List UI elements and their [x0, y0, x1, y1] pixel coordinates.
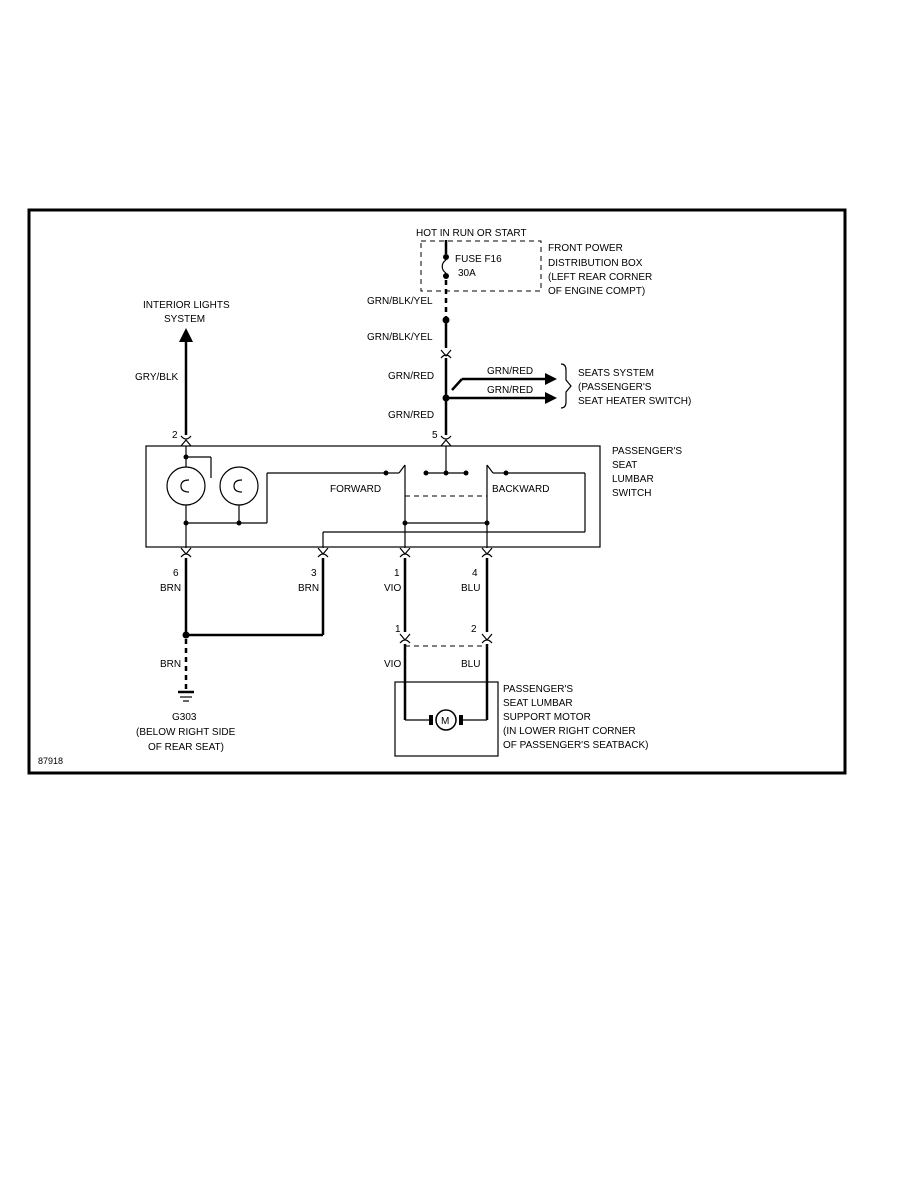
motor-label-1: PASSENGER'S [503, 684, 573, 695]
wire-label-vio-2: VIO [384, 659, 401, 670]
wire-label-vio-1: VIO [384, 583, 401, 594]
wire-label-grn-blk-yel-2: GRN/BLK/YEL [367, 332, 433, 343]
seats-system-label-1: SEATS SYSTEM [578, 368, 654, 379]
motor-label-3: SUPPORT MOTOR [503, 712, 591, 723]
figure-id: 87918 [38, 756, 63, 766]
wire-label-gry-blk: GRY/BLK [135, 372, 178, 383]
motor-label-4: (IN LOWER RIGHT CORNER [503, 726, 636, 737]
wire-label-grn-red-2: GRN/RED [487, 366, 533, 377]
pin-1-label: 1 [394, 568, 400, 579]
wire-label-grn-blk-yel-1: GRN/BLK/YEL [367, 296, 433, 307]
interior-lights-label-1: INTERIOR LIGHTS [143, 300, 230, 311]
pin-5-label: 5 [432, 430, 438, 441]
ground-label-1: G303 [172, 712, 197, 723]
fuse-name: FUSE F16 [455, 254, 502, 265]
illumination-bulb-right-icon [219, 466, 259, 506]
seats-system-label-2: (PASSENGER'S [578, 382, 652, 393]
switch-label-3: LUMBAR [612, 474, 654, 485]
ground-label-3: OF REAR SEAT) [148, 742, 224, 753]
fpdb-label-2: DISTRIBUTION BOX [548, 258, 643, 269]
hot-in-run-label: HOT IN RUN OR START [416, 228, 527, 239]
wire-label-brn-2: BRN [298, 583, 319, 594]
wire-label-blu-2: BLU [461, 659, 480, 670]
wire-label-blu-1: BLU [461, 583, 480, 594]
lumbar-support-motor-box [394, 681, 499, 757]
wire-label-grn-red-3: GRN/RED [487, 385, 533, 396]
seats-system-label-3: SEAT HEATER SWITCH) [578, 396, 691, 407]
backward-label: BACKWARD [492, 484, 549, 495]
forward-label: FORWARD [330, 484, 381, 495]
switch-label-1: PASSENGER'S [612, 446, 682, 457]
ground-label-2: (BELOW RIGHT SIDE [136, 727, 236, 738]
arrow-seats-system-upper [545, 373, 557, 385]
fpdb-label-3: (LEFT REAR CORNER [548, 272, 652, 283]
fpdb-label-1: FRONT POWER [548, 243, 623, 254]
interior-lights-label-2: SYSTEM [164, 314, 205, 325]
fuse-terminal-bottom [443, 273, 449, 279]
pin-2-label: 2 [172, 430, 178, 441]
wire-label-grn-red-4: GRN/RED [388, 410, 434, 421]
motor-label-2: SEAT LUMBAR [503, 698, 573, 709]
seats-system-brace [560, 363, 572, 409]
wire-label-grn-red-1: GRN/RED [388, 371, 434, 382]
connector-c1 [440, 349, 452, 357]
pin-4-label: 4 [472, 568, 478, 579]
switch-label-4: SWITCH [612, 488, 651, 499]
diagram-frame [27, 208, 847, 775]
motor-pin-1-label: 1 [395, 624, 401, 635]
pin-6-label: 6 [173, 568, 179, 579]
passenger-seat-lumbar-switch [145, 445, 601, 548]
motor-pin-2-label: 2 [471, 624, 477, 635]
fuse-f16-symbol [441, 259, 447, 274]
fuse-terminal-top [443, 254, 449, 260]
pin-3-label: 3 [311, 568, 317, 579]
arrow-interior-lights [179, 328, 193, 342]
power-distribution-box [420, 240, 542, 292]
switch-label-2: SEAT [612, 460, 637, 471]
motor-icon [435, 709, 457, 731]
splice-point-upper [442, 316, 450, 324]
motor-label-5: OF PASSENGER'S SEATBACK) [503, 740, 648, 751]
arrow-seats-system-lower [545, 392, 557, 404]
wire-label-brn-3: BRN [160, 659, 181, 670]
motor-symbol-label: M [441, 716, 449, 727]
fuse-amperage: 30A [458, 268, 476, 279]
fpdb-label-4: OF ENGINE COMPT) [548, 286, 645, 297]
wire-label-brn-1: BRN [160, 583, 181, 594]
illumination-bulb-left-icon [166, 466, 206, 506]
